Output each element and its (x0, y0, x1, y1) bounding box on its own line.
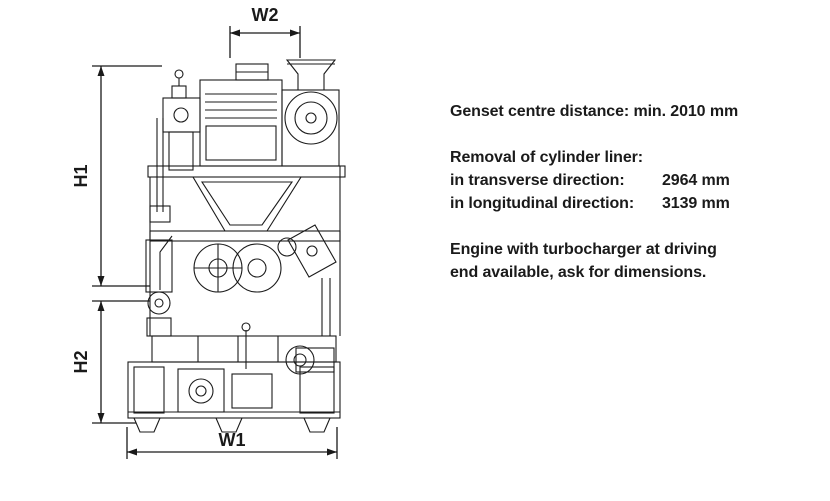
liner-title: Removal of cylinder liner: (450, 149, 644, 166)
dimension-h2: H2 (71, 300, 150, 424)
turbocharger-silencer (281, 89, 340, 167)
note-cylinder-liner: Removal of cylinder liner: in transverse… (450, 146, 738, 215)
liner-transverse-label: in transverse direction: (450, 172, 625, 189)
tilted-filter-unit (287, 224, 337, 336)
note-turbocharger: Engine with turbocharger at driving end … (450, 238, 738, 284)
note-genset-distance: Genset centre distance: min. 2010 mm (450, 100, 738, 123)
dimension-w1: W1 (126, 427, 338, 459)
engine-body (147, 165, 346, 336)
base-frame (127, 322, 341, 419)
turbocharger-line-2: end available, ask for dimensions. (450, 264, 707, 281)
dimension-h1: H1 (71, 65, 162, 287)
dimension-lines: W2 H1 H2 (71, 5, 338, 459)
engine-outline-drawing: W2 H1 H2 (71, 5, 346, 459)
dimension-w2: W2 (229, 5, 301, 58)
liner-transverse-value: 2964 mm (662, 172, 730, 189)
dimension-label-w2: W2 (252, 5, 279, 25)
mounting-feet (133, 417, 331, 433)
liner-row-longitudinal: in longitudinal direction: 3139 mm (450, 192, 738, 215)
genset-distance-text: Genset centre distance: min. 2010 mm (450, 103, 739, 120)
liner-longitudinal-value: 3139 mm (662, 195, 730, 212)
left-fittings (145, 69, 201, 337)
engine-drawing (127, 59, 346, 433)
turbocharger-line-1: Engine with turbocharger at driving (450, 241, 717, 258)
liner-row-transverse: in transverse direction: 2964 mm (450, 169, 738, 192)
dimension-label-w1: W1 (219, 430, 246, 450)
exhaust-funnel (285, 59, 337, 91)
crankcase-pumps (193, 237, 297, 293)
liner-longitudinal-label: in longitudinal direction: (450, 195, 635, 212)
dimension-label-h1: H1 (71, 164, 91, 187)
dimension-label-h2: H2 (71, 350, 91, 373)
charge-air-cooler (199, 63, 283, 167)
lower-block (151, 335, 337, 375)
notes-panel: Genset centre distance: min. 2010 mm Rem… (450, 100, 738, 284)
